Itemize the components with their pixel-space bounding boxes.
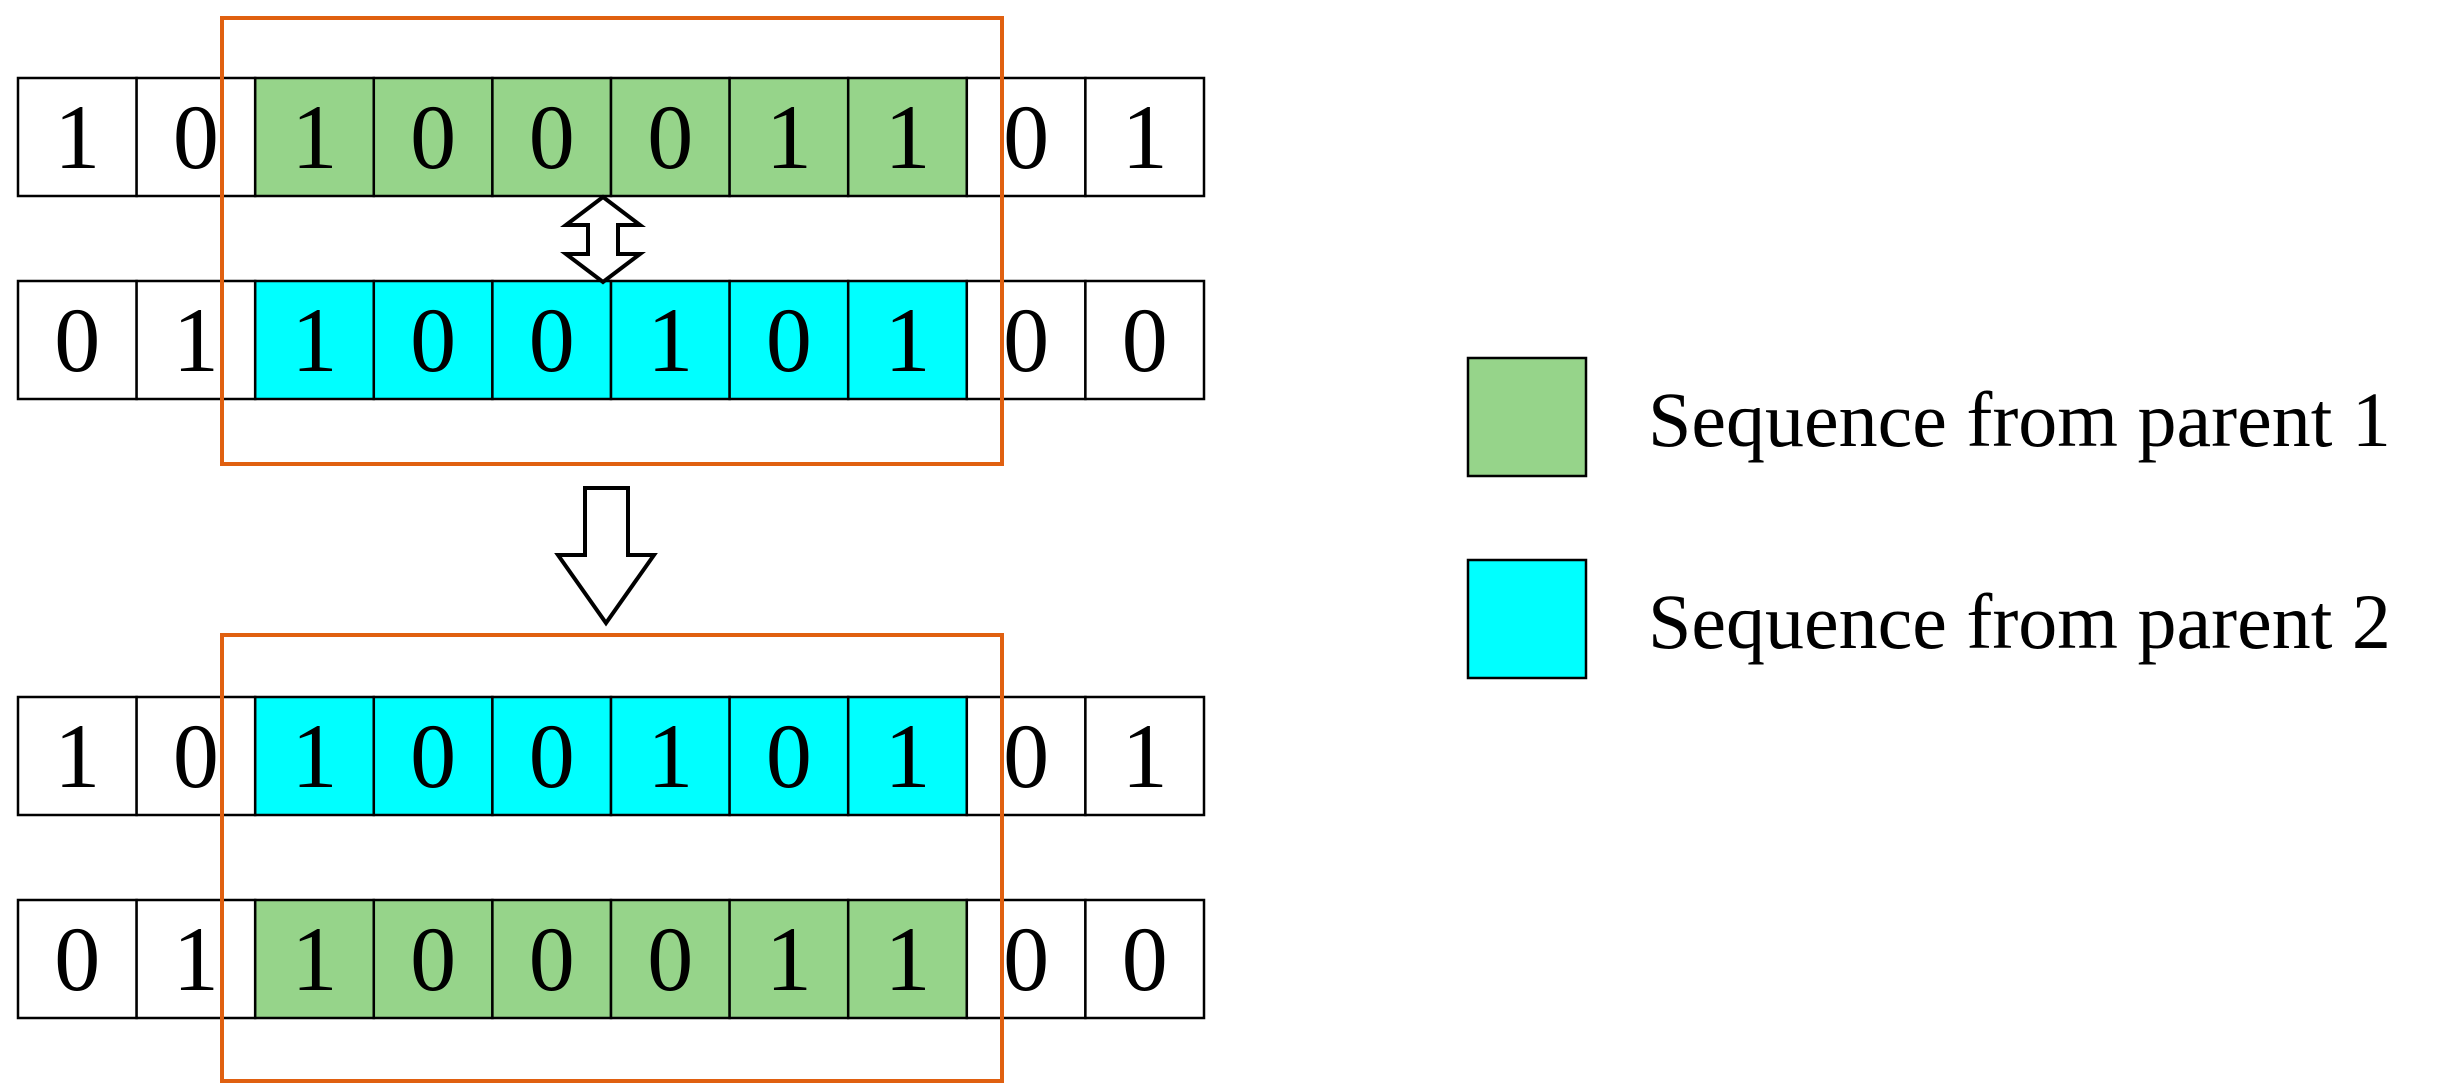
bit-value: 1 [1122, 86, 1168, 188]
bit-cell [846, 76, 969, 198]
bit-value: 1 [885, 86, 931, 188]
bit-value: 1 [1122, 705, 1168, 807]
bit-cell [728, 695, 850, 817]
legend-label-parent-1: Sequence from parent 1 [1648, 376, 2391, 463]
bit-value: 1 [766, 86, 812, 188]
bit-cell [135, 898, 257, 1020]
bit-cell [491, 279, 613, 401]
bit-value: 0 [54, 908, 100, 1010]
bit-value: 0 [410, 86, 456, 188]
bit-value: 1 [885, 705, 931, 807]
bit-cell [609, 898, 731, 1020]
bit-value: 1 [292, 908, 338, 1010]
bit-cell [728, 279, 850, 401]
bit-cell [965, 695, 1087, 817]
bit-value: 0 [173, 705, 219, 807]
bit-value: 0 [1003, 289, 1049, 391]
bit-value: 1 [885, 908, 931, 1010]
bit-cell [16, 76, 138, 198]
bit-value: 1 [54, 86, 100, 188]
bit-value: 1 [647, 289, 693, 391]
bit-cell [253, 898, 376, 1020]
crossover-frame-top [220, 16, 1004, 466]
bit-value: 0 [1003, 705, 1049, 807]
bit-value: 0 [647, 86, 693, 188]
bit-cell [965, 76, 1087, 198]
bit-value: 0 [529, 908, 575, 1010]
bit-cell [372, 695, 494, 817]
bit-value: 0 [529, 86, 575, 188]
swap-arrow-icon [560, 194, 646, 285]
bit-value: 1 [173, 289, 219, 391]
bit-value: 0 [647, 908, 693, 1010]
bit-value: 0 [410, 289, 456, 391]
legend-swatch-parent-1 [1466, 356, 1588, 478]
legend-swatch-parent-2 [1466, 558, 1588, 680]
bit-value: 1 [292, 86, 338, 188]
bit-cell [253, 695, 376, 817]
bit-value: 1 [292, 705, 338, 807]
bit-cell [491, 695, 613, 817]
bit-cell [965, 898, 1087, 1020]
bit-value: 0 [410, 705, 456, 807]
bit-cell [491, 898, 613, 1020]
bit-cell [609, 695, 731, 817]
bit-value: 1 [173, 908, 219, 1010]
result-arrow-down-icon [554, 486, 658, 627]
bit-value: 0 [529, 289, 575, 391]
bit-value: 0 [529, 705, 575, 807]
bit-cell [1084, 695, 1206, 817]
bit-value: 0 [1122, 289, 1168, 391]
bit-value: 0 [54, 289, 100, 391]
bit-value: 1 [885, 289, 931, 391]
bit-cell [372, 898, 494, 1020]
bit-value: 0 [766, 705, 812, 807]
bit-cell [609, 76, 731, 198]
bit-value: 1 [54, 705, 100, 807]
bit-cell [846, 695, 969, 817]
bit-value: 0 [1122, 908, 1168, 1010]
bit-cell [846, 279, 969, 401]
bit-cell [253, 279, 376, 401]
bit-cell [16, 695, 138, 817]
bit-value: 1 [766, 908, 812, 1010]
bit-value: 0 [766, 289, 812, 391]
legend-label-parent-2: Sequence from parent 2 [1648, 578, 2391, 665]
bit-cell [965, 279, 1087, 401]
legend: Sequence from parent 1 Sequence from par… [1466, 356, 2391, 680]
bit-cell [1084, 76, 1206, 198]
bit-cell [1084, 898, 1206, 1020]
bit-value: 0 [173, 86, 219, 188]
bit-value: 1 [647, 705, 693, 807]
bit-cell [135, 76, 257, 198]
bit-cell [372, 279, 494, 401]
bit-value: 0 [1003, 86, 1049, 188]
bit-cell [846, 898, 969, 1020]
bit-cell [1084, 279, 1206, 401]
bit-cell [135, 695, 257, 817]
bit-cell [491, 76, 613, 198]
bit-value: 0 [410, 908, 456, 1010]
bit-cell [372, 76, 494, 198]
bit-value: 1 [292, 289, 338, 391]
crossover-frame-bottom [220, 633, 1004, 1083]
bit-value: 0 [1003, 908, 1049, 1010]
bit-cell [728, 898, 850, 1020]
